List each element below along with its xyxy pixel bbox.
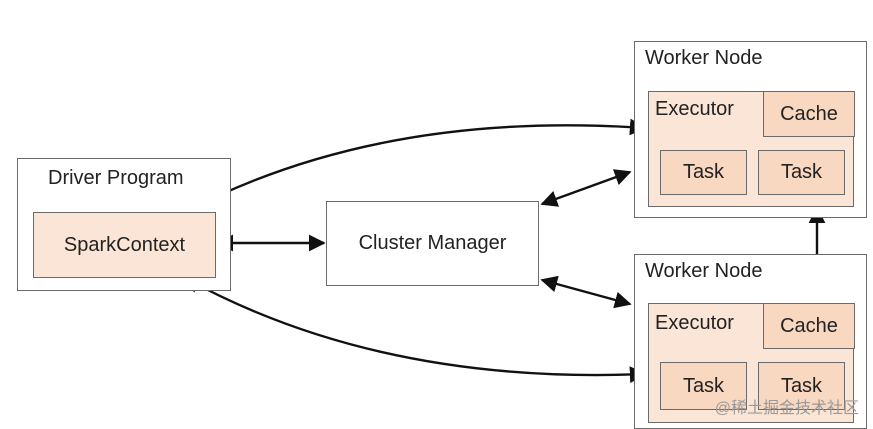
- spark-context-box: SparkContext: [33, 212, 216, 278]
- edge-driver-worker1: [183, 118, 647, 214]
- task-1a-box: Task: [660, 150, 747, 195]
- cache-2-label: Cache: [780, 314, 838, 337]
- spark-architecture-diagram: Driver Program SparkContext Cluster Mana…: [17, 41, 867, 429]
- task-2a-box: Task: [660, 362, 747, 410]
- executor-1-label: Executor: [655, 98, 734, 120]
- task-1b-box: Task: [758, 150, 845, 195]
- cache-1-label: Cache: [780, 102, 838, 125]
- cluster-manager-box: Cluster Manager: [326, 201, 539, 286]
- driver-program-box: Driver Program SparkContext: [17, 158, 231, 291]
- cache-1-box: Cache: [763, 91, 855, 137]
- executor-2-label: Executor: [655, 312, 734, 334]
- edge-cluster-worker2: [540, 275, 632, 309]
- task-2a-label: Task: [682, 374, 725, 397]
- task-2b-label: Task: [780, 374, 823, 397]
- edge-cluster-worker1: [540, 169, 632, 207]
- executor-2-box: Executor Cache Task Task: [648, 303, 855, 423]
- worker-node-1-box: Worker Node Executor Cache Task Task: [634, 41, 867, 218]
- driver-program-title: Driver Program: [48, 167, 184, 189]
- task-1b-label: Task: [780, 161, 823, 183]
- cluster-manager-label: Cluster Manager: [358, 232, 507, 254]
- executor-1-box: Executor Cache Task Task: [648, 91, 855, 207]
- task-2b-box: Task: [758, 362, 845, 410]
- edge-driver-worker2: [183, 276, 647, 384]
- watermark-text: @稀土掘金技术社区: [714, 400, 859, 417]
- worker-node-2-title: Worker Node: [645, 260, 763, 282]
- task-1a-label: Task: [682, 161, 725, 183]
- worker-node-2-box: Worker Node Executor Cache Task Task: [634, 254, 867, 429]
- spark-context-label: SparkContext: [63, 233, 186, 256]
- cache-2-box: Cache: [763, 303, 855, 349]
- worker-node-1-title: Worker Node: [645, 47, 763, 69]
